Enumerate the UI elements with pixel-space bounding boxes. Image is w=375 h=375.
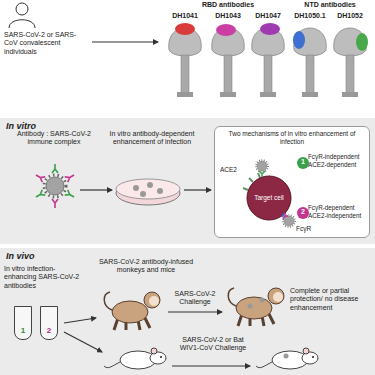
mouse-figure xyxy=(104,348,166,369)
flow-arrow xyxy=(172,365,250,366)
box-title: Two mechanisms of in vitro enhancement o… xyxy=(219,130,365,146)
text-label: FcγR-dependent ACE2-independent xyxy=(308,204,368,219)
virus-particle xyxy=(260,298,265,303)
flow-arrow xyxy=(168,311,222,312)
antibody-blob xyxy=(356,33,368,51)
number-circle: 2 xyxy=(297,207,309,219)
virus-particle xyxy=(284,354,289,359)
text-label: RBD antibodies xyxy=(178,1,278,9)
number-text: 1 xyxy=(15,326,31,336)
text-label: SARS-CoV-2 Challenge xyxy=(166,290,224,307)
text-label: DH1047 xyxy=(248,12,288,20)
spike-protein xyxy=(294,28,327,97)
mechanism-box: Two mechanisms of in vitro enhancement o… xyxy=(214,126,370,238)
flow-arrow xyxy=(64,332,102,352)
spike-protein xyxy=(252,28,285,97)
panel-ground xyxy=(0,248,375,375)
antibody-vial: 2 xyxy=(40,306,58,340)
virus-particle xyxy=(256,160,268,172)
antibody-blob xyxy=(293,31,305,49)
antibody-symbol xyxy=(259,171,265,177)
text-label: SARS-CoV-2 or Bat WIV1-CoV Challenge xyxy=(172,336,254,353)
panel-band: In vivo 12 xyxy=(0,248,375,375)
text-label: ACE2 xyxy=(220,166,246,174)
text-label: In vitro infection-enhancing SARS-CoV-2 … xyxy=(4,265,86,290)
person-icon xyxy=(9,3,35,28)
antibody-vial: 1 xyxy=(14,306,32,340)
antibody-blob xyxy=(216,24,236,36)
spike-protein xyxy=(169,28,202,97)
flow-arrow xyxy=(184,189,211,190)
text-label: DH1052 xyxy=(330,12,370,20)
text-label: NTD antibodies xyxy=(290,1,370,9)
antibody-blob xyxy=(175,23,195,35)
number-text: 2 xyxy=(297,207,309,217)
antibody-symbol xyxy=(283,213,288,219)
text-label: FcγR xyxy=(296,225,326,233)
text-label: Complete or partial protection/ no disea… xyxy=(290,287,372,312)
target-cell xyxy=(243,173,291,220)
number-text: 1 xyxy=(297,157,309,167)
text-label: Target cell xyxy=(247,194,291,202)
culture-dish xyxy=(116,179,180,205)
box-ground xyxy=(214,126,370,238)
flow-arrow xyxy=(80,189,112,190)
panel-heading: In vivo xyxy=(6,251,35,262)
panel-ground xyxy=(0,118,375,244)
number-text: 2 xyxy=(41,326,57,336)
text-label: FcγR-independent ACE2-dependent xyxy=(308,153,368,168)
flow-arrow xyxy=(64,318,96,323)
text-label: DH1041 xyxy=(165,12,205,20)
monkey-figure xyxy=(104,292,160,330)
text-label: DH1043 xyxy=(208,12,248,20)
virus-particle xyxy=(248,304,253,309)
mouse-figure xyxy=(256,348,318,369)
text-label: SARS-CoV-2 antibody-infused monkeys and … xyxy=(96,258,196,275)
antibody-blob xyxy=(260,23,280,35)
text-label: In vitro antibody-dependent enhancement … xyxy=(104,130,200,147)
text-label: DH1050.1 xyxy=(288,12,332,20)
text-label: Antibody : SARS-CoV-2 immune complex xyxy=(4,130,104,147)
monkey-figure xyxy=(228,288,284,326)
text-label: SARS-CoV-2 or SARS-CoV convalescent indi… xyxy=(4,31,86,56)
number-circle: 1 xyxy=(297,157,309,169)
flow-arrow xyxy=(92,41,158,42)
spike-protein xyxy=(212,28,245,97)
immune-complex xyxy=(34,164,75,208)
